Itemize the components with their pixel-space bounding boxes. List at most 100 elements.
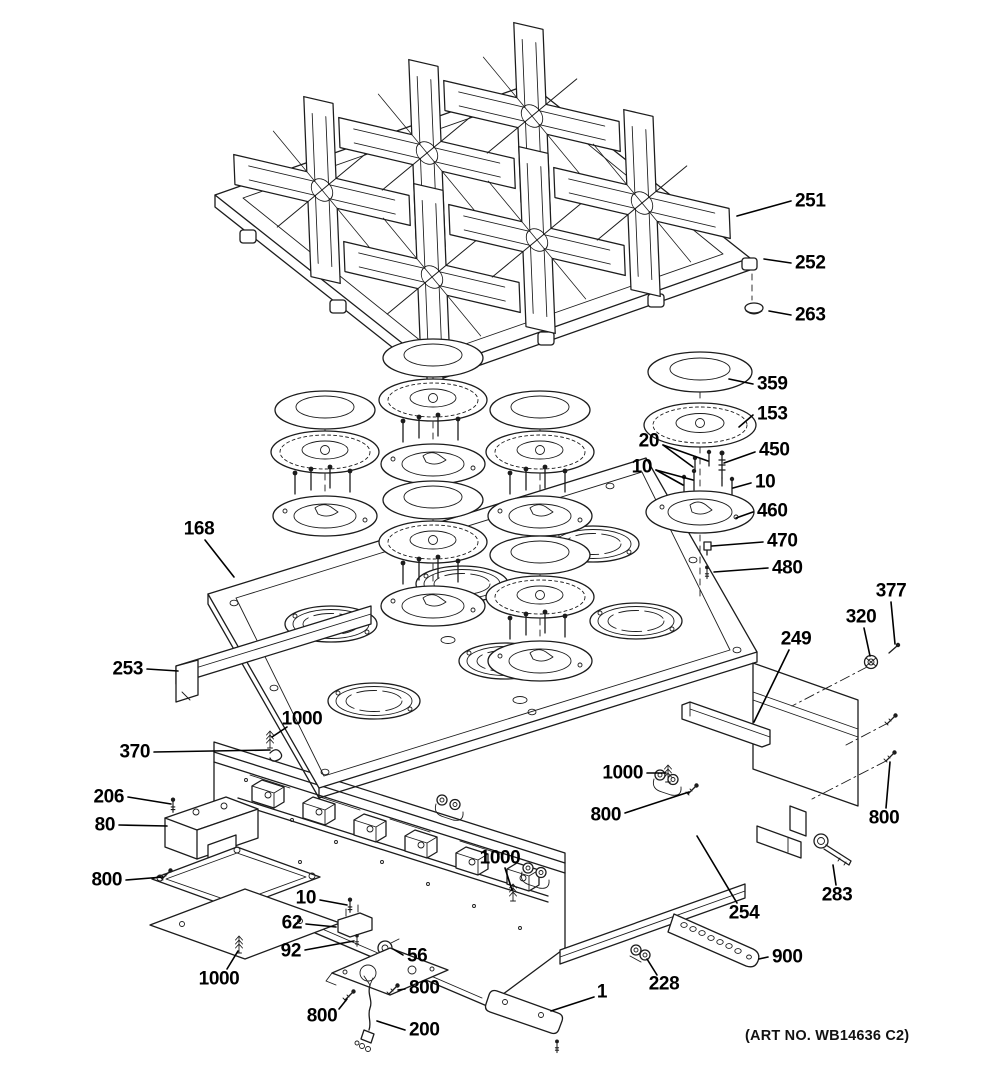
callout-leader-470 <box>711 541 764 547</box>
callout-leader-10 <box>732 482 752 489</box>
callout-label-370: 370 <box>119 742 150 763</box>
screw-377 <box>888 642 901 654</box>
bottom-bar-1 <box>484 989 564 1054</box>
callout-label-254: 254 <box>729 903 760 924</box>
callout-leader-800 <box>885 761 891 809</box>
callout-leader-10 <box>655 469 684 486</box>
callout-label-800: 800 <box>590 805 621 826</box>
callout-label-800: 800 <box>869 808 900 829</box>
callout-label-320: 320 <box>846 607 877 628</box>
trim-rail-253 <box>175 605 372 703</box>
callout-leader-263 <box>768 310 792 316</box>
burner-assembly <box>485 535 595 682</box>
callout-label-20: 20 <box>639 431 659 452</box>
burner-assembly <box>485 390 595 537</box>
callout-leader-1 <box>550 996 595 1012</box>
burner-assembly <box>378 480 488 627</box>
callout-label-470: 470 <box>767 531 798 552</box>
callout-leader-200 <box>376 1020 406 1031</box>
callout-label-1: 1 <box>597 982 608 1003</box>
callout-leader-359 <box>728 378 754 385</box>
callout-label-1000: 1000 <box>199 969 240 990</box>
callout-leader-249 <box>753 649 790 723</box>
screws-10-20 <box>683 452 733 499</box>
clip-470 <box>703 541 712 556</box>
callout-leader-206 <box>127 796 172 805</box>
nut-320 <box>863 654 879 670</box>
callout-leader-80 <box>118 824 168 827</box>
callout-label-480: 480 <box>772 558 803 579</box>
callout-label-252: 252 <box>795 253 826 274</box>
callout-label-200: 200 <box>409 1020 440 1041</box>
callout-label-800: 800 <box>91 870 122 891</box>
grate-foot-263 <box>744 302 764 315</box>
art-number: (ART NO. WB14636 C2) <box>745 1028 909 1044</box>
callout-label-168: 168 <box>184 519 215 540</box>
terminal-block-62 <box>337 904 373 938</box>
burner-assembly <box>270 390 380 537</box>
callout-label-251: 251 <box>795 191 826 212</box>
callout-leader-480 <box>713 567 769 573</box>
bottom-center-parts <box>325 896 449 1052</box>
burner-base-460 <box>645 490 755 534</box>
grate-assembly <box>214 4 764 389</box>
callout-leader-370 <box>153 749 271 753</box>
callout-leader-153 <box>738 414 754 428</box>
callout-label-283: 283 <box>822 885 853 906</box>
igniter-450 <box>718 450 726 487</box>
callout-label-62: 62 <box>282 913 302 934</box>
support-bar-249 <box>681 701 771 748</box>
callout-label-228: 228 <box>649 974 680 995</box>
mounting-strap-900 <box>667 913 760 968</box>
callout-leader-253 <box>146 668 179 672</box>
callout-leader-254 <box>696 835 738 904</box>
callout-leader-283 <box>832 864 837 886</box>
callout-leader-450 <box>723 451 756 464</box>
burner-cap-359 <box>647 351 753 393</box>
callout-leader-800 <box>125 876 164 881</box>
chassis-body <box>213 642 901 1054</box>
left-parts <box>149 749 341 960</box>
callout-leader-20 <box>662 444 709 462</box>
callout-leader-251 <box>736 200 792 217</box>
callout-label-206: 206 <box>93 787 124 808</box>
callout-leader-800 <box>624 791 690 814</box>
callout-leader-320 <box>863 627 871 657</box>
bolt-283 <box>813 833 852 866</box>
callout-label-92: 92 <box>281 941 301 962</box>
burner-assembly-exploded <box>643 351 757 601</box>
callout-leader-377 <box>890 601 896 645</box>
callout-leader-1000 <box>226 950 239 970</box>
callout-label-1000: 1000 <box>602 763 643 784</box>
burner-assemblies <box>270 338 757 682</box>
callout-label-56: 56 <box>407 946 427 967</box>
callout-leader-10 <box>655 469 694 481</box>
callout-leader-900 <box>758 956 769 960</box>
callout-leader-800 <box>338 998 348 1010</box>
callout-leader-228 <box>646 958 658 976</box>
callout-leader-460 <box>735 511 754 519</box>
callout-label-10: 10 <box>632 457 652 478</box>
callout-label-263: 263 <box>795 305 826 326</box>
callout-leader-92 <box>304 940 355 951</box>
callout-label-153: 153 <box>757 404 788 425</box>
callout-leader-56 <box>392 948 404 956</box>
callout-label-800: 800 <box>307 1006 338 1027</box>
callout-leader-168 <box>204 539 235 578</box>
callout-label-377: 377 <box>876 581 907 602</box>
callout-label-10: 10 <box>755 472 775 493</box>
callout-label-1000: 1000 <box>480 848 521 869</box>
callout-label-450: 450 <box>759 440 790 461</box>
callout-label-800: 800 <box>409 978 440 999</box>
callout-leader-62 <box>305 923 337 928</box>
igniter-plate <box>325 947 449 996</box>
callout-leader-252 <box>763 258 792 264</box>
callout-label-900: 900 <box>772 947 803 968</box>
callout-label-253: 253 <box>112 659 143 680</box>
burner-assembly <box>378 338 488 485</box>
clamp-228 <box>629 944 651 963</box>
hook-370 <box>269 749 283 762</box>
burner-head-153 <box>643 402 757 448</box>
callout-leader-1000 <box>504 867 513 891</box>
